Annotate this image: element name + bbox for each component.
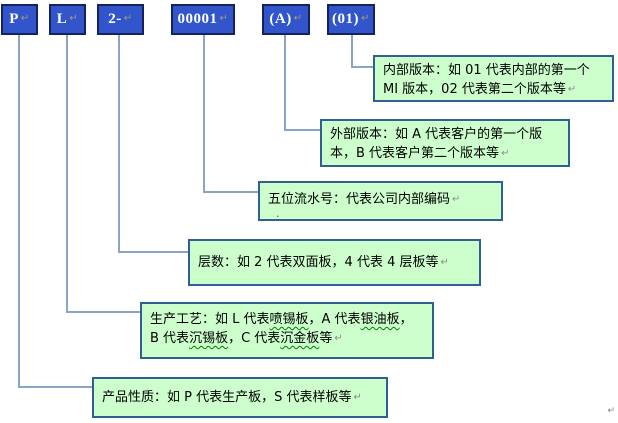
spellcheck-wavy-word: 银油板 bbox=[360, 312, 400, 327]
code-box-l[interactable]: L↵ bbox=[49, 4, 86, 35]
return-mark-icon: ↵ bbox=[20, 13, 30, 24]
connector-external-vline bbox=[284, 35, 286, 131]
return-mark-icon: ↵ bbox=[334, 333, 343, 344]
code-box-internal-version[interactable]: (01)↵ bbox=[327, 4, 375, 35]
connector-layer-vline bbox=[118, 35, 120, 253]
callout-serial-number-line1: 五位流水号：代表公司内部编码↵ bbox=[268, 192, 461, 207]
spellcheck-wavy-word: 沉锡板 bbox=[189, 331, 229, 346]
return-mark-icon: ↵ bbox=[501, 148, 510, 159]
callout-internal-version-line2: MI 版本，02 代表第二个版本等↵ bbox=[383, 82, 577, 97]
connector-p-hline bbox=[18, 386, 92, 388]
code-box-p[interactable]: P↵ bbox=[1, 4, 38, 35]
connector-external-hline bbox=[284, 129, 320, 131]
return-mark-icon: ↵ bbox=[452, 194, 461, 205]
code-box-serial-label: 00001 bbox=[177, 11, 218, 27]
return-mark-icon: ↵ bbox=[567, 84, 577, 95]
code-box-l-label: L bbox=[56, 11, 68, 27]
return-mark-icon: ↵ bbox=[440, 257, 449, 268]
return-mark-icon: ↵ bbox=[123, 13, 133, 24]
code-box-p-label: P bbox=[9, 11, 19, 27]
code-box-external-version[interactable]: (A)↵ bbox=[262, 4, 310, 35]
code-box-internal-version-label: (01) bbox=[332, 11, 360, 27]
code-box-layers-label: 2- bbox=[108, 11, 122, 27]
connector-l-vline bbox=[66, 35, 68, 313]
connector-internal-hline bbox=[351, 66, 373, 68]
connector-serial-vline bbox=[203, 35, 205, 193]
connector-l-hline bbox=[66, 311, 140, 313]
callout-process-line2: B 代表沉锡板，C 代表沉金板等↵ bbox=[150, 331, 343, 346]
return-mark-icon: ↵ bbox=[69, 13, 79, 24]
callout-layer-count[interactable]: 层数：如 2 代表双面板，4 代表 4 层板等↵ bbox=[188, 239, 481, 286]
return-mark-icon: ↵ bbox=[361, 13, 370, 24]
connector-internal-vline bbox=[351, 35, 353, 68]
callout-external-version-line1: 外部版本：如 A 代表客户的第一个版 bbox=[330, 127, 543, 142]
spellcheck-wavy-word: 喷锡板 bbox=[269, 312, 309, 327]
page-return-mark: ↵ bbox=[607, 406, 615, 416]
connector-layer-hline bbox=[118, 251, 188, 253]
callout-external-version-line2: 本，B 代表客户第二个版本等↵ bbox=[330, 146, 510, 161]
code-box-serial[interactable]: 00001↵ bbox=[171, 4, 235, 35]
callout-external-version[interactable]: 外部版本：如 A 代表客户的第一个版 本，B 代表客户第二个版本等↵ bbox=[320, 119, 570, 167]
return-mark-icon: ↵ bbox=[293, 13, 303, 24]
return-mark-icon: ↵ bbox=[219, 13, 229, 24]
connector-p-vline bbox=[18, 35, 20, 388]
callout-product-nature[interactable]: 产品性质：如 P 代表生产板，S 代表样板等↵ bbox=[92, 377, 388, 418]
code-box-external-version-label: (A) bbox=[269, 11, 292, 27]
callout-process[interactable]: 生产工艺：如 L 代表喷锡板，A 代表银油板， B 代表沉锡板，C 代表沉金板等… bbox=[140, 302, 434, 359]
callout-layer-count-line1: 层数：如 2 代表双面板，4 代表 4 层板等↵ bbox=[198, 255, 449, 270]
stray-dot: . bbox=[276, 207, 280, 220]
code-box-layers[interactable]: 2-↵ bbox=[97, 4, 144, 35]
return-mark-icon: ↵ bbox=[353, 392, 362, 403]
connector-serial-hline bbox=[203, 191, 261, 193]
callout-serial-number[interactable]: 五位流水号：代表公司内部编码↵ . bbox=[258, 181, 503, 221]
callout-internal-version-line1: 内部版本：如 01 代表内部的第一个 bbox=[383, 63, 590, 78]
callout-process-line1: 生产工艺：如 L 代表喷锡板，A 代表银油板， bbox=[150, 312, 413, 327]
spellcheck-wavy-word: 沉金板 bbox=[280, 331, 320, 346]
callout-product-nature-line1: 产品性质：如 P 代表生产板，S 代表样板等↵ bbox=[102, 390, 362, 405]
callout-internal-version[interactable]: 内部版本：如 01 代表内部的第一个 MI 版本，02 代表第二个版本等↵ bbox=[373, 55, 614, 102]
